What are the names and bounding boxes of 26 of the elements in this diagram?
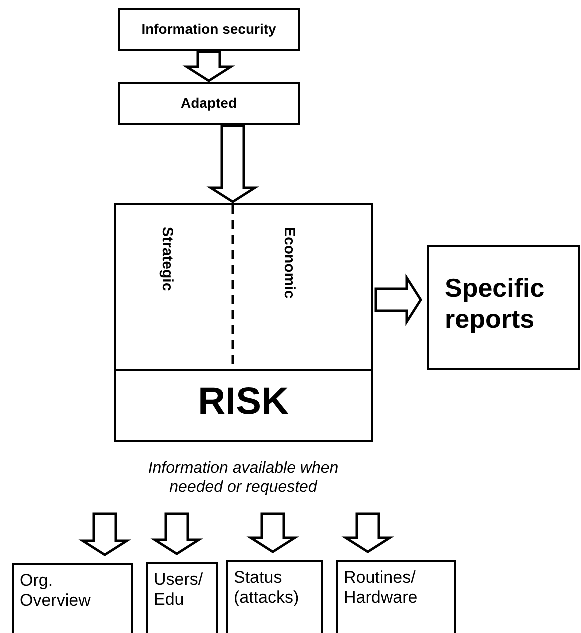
node-label: Status (attacks) — [234, 568, 300, 609]
node-label: RISK — [197, 381, 290, 424]
node-label: Economic — [281, 227, 298, 299]
block-arrow — [246, 512, 300, 554]
node-label: Strategic — [159, 227, 176, 292]
block-arrow — [374, 274, 422, 326]
node-label: Users/ Edu — [154, 570, 204, 611]
block-arrow — [150, 512, 204, 556]
process-box — [118, 8, 300, 51]
block-arrow — [206, 124, 260, 204]
node-label: Org. Overview — [20, 571, 92, 612]
process-box — [12, 563, 133, 633]
block-arrow — [78, 512, 132, 556]
node-label: Information available when needed or requested — [147, 459, 340, 498]
risk-panel — [114, 203, 373, 442]
process-box — [226, 560, 323, 633]
node-label: Adapted — [180, 95, 238, 111]
block-arrow — [342, 512, 394, 554]
node-label: Specific reports — [445, 273, 546, 336]
node-label: Information security — [140, 21, 278, 37]
process-box — [146, 562, 218, 633]
block-arrow — [182, 50, 236, 82]
process-box — [336, 560, 456, 633]
node-label: Routines/ Hardware — [344, 568, 419, 609]
process-box — [427, 245, 580, 370]
process-box — [118, 82, 300, 125]
